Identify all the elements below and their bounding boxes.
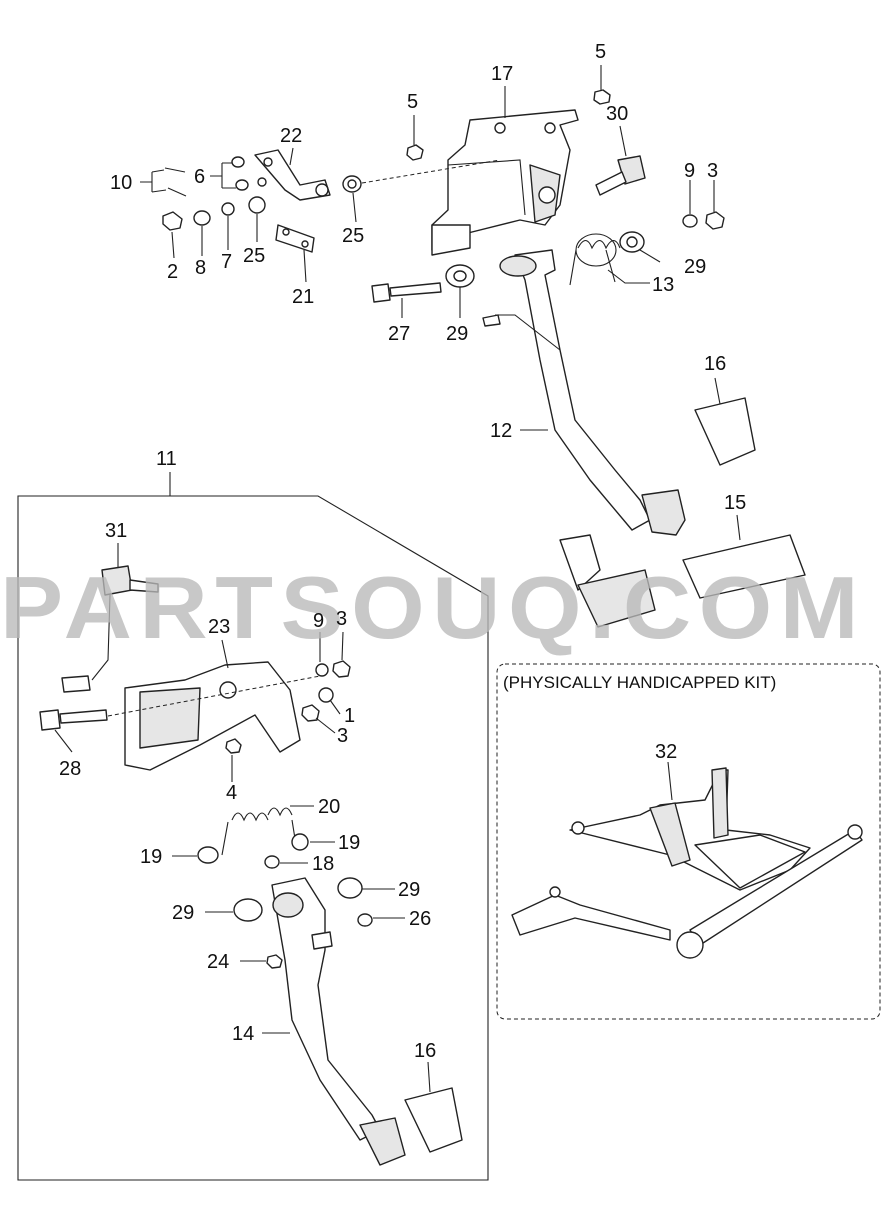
lever-22 [254,149,331,201]
callout-19-left: 19 [140,846,162,868]
bushing-29-lower-right [337,877,363,899]
pedal-pad-16-upper [694,397,756,466]
brake-bracket-23 [124,661,301,771]
callout-25-left: 25 [243,245,265,267]
callout-29-upper-right: 29 [684,256,706,278]
callout-9-lower: 9 [313,610,324,632]
callout-29-upper-left: 29 [446,323,468,345]
callout-16-upper: 16 [704,353,726,375]
washer-9-lower [315,663,329,677]
callout-21: 21 [292,286,314,308]
callout-30: 30 [606,103,628,125]
callout-27: 27 [388,323,410,345]
handicapped-kit-32 [511,767,863,959]
callout-5-top: 5 [595,41,606,63]
nut-3-upper [705,211,725,230]
callout-18: 18 [312,853,334,875]
nut-5-top [593,89,611,105]
stop-lamp-switch-30 [595,155,646,196]
callout-7: 7 [221,251,232,273]
bushing-29-upper-right [619,231,645,253]
stopper-18 [264,855,280,869]
washer-6 [231,156,249,191]
callout-31: 31 [105,520,127,542]
callout-11: 11 [156,448,177,470]
callout-6: 6 [194,166,205,188]
bushing-1 [318,687,334,703]
plate-21 [275,224,315,253]
callout-19-right: 19 [338,832,360,854]
nut-24 [266,954,283,969]
callout-9-upper: 9 [684,160,695,182]
pedal-pad-12 [641,489,686,536]
callout-1: 1 [344,705,355,727]
callout-12: 12 [490,420,512,442]
brake-pedal-14 [271,877,381,1141]
stop-lamp-switch-31 [61,565,159,693]
return-spring-13 [569,233,621,286]
bushing-19-right [291,833,309,851]
return-spring-20 [221,807,297,856]
leader-lines [54,65,741,1093]
bushing-25-lower [248,196,266,214]
nut-3-lower [301,704,320,722]
pin-26 [357,913,373,927]
callout-4: 4 [226,782,237,804]
callout-13: 13 [652,274,674,296]
callout-8: 8 [195,257,206,279]
callout-20: 20 [318,796,340,818]
bushing-29-upper-left [445,264,475,288]
callout-25-right: 25 [342,225,364,247]
washer-8 [193,210,211,226]
pedal-pad-16-lower [404,1087,463,1153]
washer-7 [221,202,235,216]
bushing-29-lower-left [233,898,263,922]
washer-9-upper [682,214,698,228]
pedal-bracket [431,109,579,256]
callout-22: 22 [280,125,302,147]
bushing-19-left [197,846,219,864]
assembly-11-frame [17,495,489,1181]
callout-28: 28 [59,758,81,780]
callout-32: 32 [655,741,677,763]
callout-29-lower-left: 29 [172,902,194,924]
callout-17: 17 [491,63,513,85]
callout-16-lower: 16 [414,1040,436,1062]
pedal-pad-14 [359,1117,406,1166]
watermark: PARTSOUQ.COM [0,558,866,657]
handicapped-kit-title: (PHYSICALLY HANDICAPPED KIT) [503,673,776,692]
nut-4 [225,738,242,754]
nut-2 [162,211,183,231]
callout-15: 15 [724,492,746,514]
nut-3-lower-top [332,660,351,678]
callout-26: 26 [409,908,431,930]
callout-10: 10 [110,172,132,194]
clutch-pedal-12 [482,249,651,531]
callout-3-upper: 3 [707,160,718,182]
bolt-28 [39,709,108,731]
brake-pedal-upper [559,534,656,628]
bolt-27 [371,282,442,303]
callout-3-lower: 3 [337,725,348,747]
bushing-25-upper [342,175,362,193]
callout-labels: 17 5 5 30 22 6 10 9 3 2 8 7 25 25 21 29 … [59,41,746,1062]
callout-24: 24 [207,951,229,973]
handicapped-kit-frame [496,663,881,1020]
pedal-pad-15 [682,534,806,599]
pin-10 [164,167,187,197]
callout-23: 23 [208,616,230,638]
callout-5-left: 5 [407,91,418,113]
nut-5-left [406,144,424,161]
callout-14: 14 [232,1023,254,1045]
callout-2: 2 [167,261,178,283]
callout-29-lower-right: 29 [398,879,420,901]
callout-3-lower-top: 3 [336,608,347,630]
